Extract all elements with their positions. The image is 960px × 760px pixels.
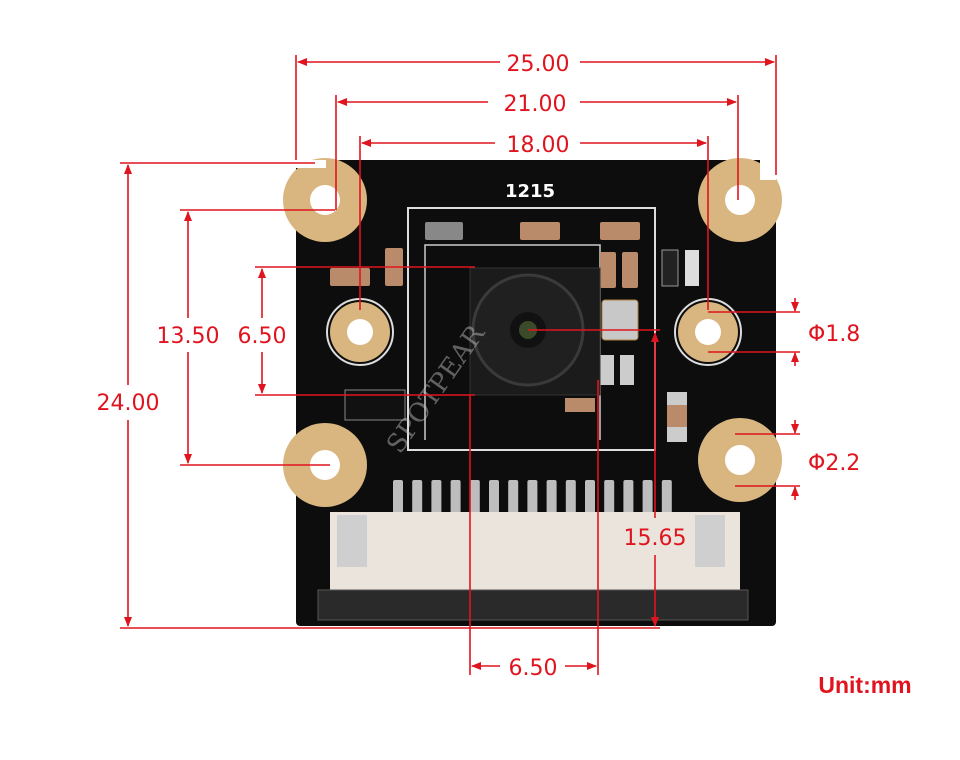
connector-pin (450, 480, 461, 518)
dimension-lines (120, 55, 800, 675)
fpc-connector (317, 480, 749, 621)
dim-large-hole-diameter: Φ2.2 (808, 451, 860, 476)
dim-small-hole-diameter: Φ1.8 (808, 322, 860, 347)
dim-overall-height: 24.00 (97, 391, 160, 416)
board-label: 1215 (505, 181, 555, 202)
dim-lens-center-height: 15.65 (624, 526, 687, 551)
dim-overall-width: 25.00 (507, 52, 570, 77)
connector-pin (565, 480, 576, 518)
connector-pin (661, 480, 672, 518)
dim-camera-width: 6.50 (509, 656, 558, 681)
connector-pin (546, 480, 557, 518)
connector-pin (585, 480, 595, 518)
camera-sensor (469, 267, 601, 396)
dim-hole-spacing-outer: 21.00 (504, 92, 567, 117)
connector-pin (393, 480, 403, 518)
connector-pin (412, 480, 423, 518)
connector-pin (604, 480, 615, 518)
connector-pin (431, 480, 442, 518)
dim-hole-vertical-spacing: 13.50 (157, 324, 220, 349)
connector-pin (527, 480, 538, 518)
connector-pin (489, 480, 499, 518)
dim-camera-height: 6.50 (238, 324, 287, 349)
dim-hole-spacing-inner: 18.00 (507, 133, 570, 158)
connector-pin (469, 480, 480, 518)
connector-pin (508, 480, 519, 518)
dimension-labels: 25.00 21.00 18.00 24.00 13.50 6.50 6.50 … (97, 52, 912, 698)
connector-pin (642, 480, 653, 518)
unit-label: Unit:mm (818, 672, 911, 698)
pcb-board: 1215 SPOTPEAR (283, 158, 782, 626)
connector-pin (623, 480, 634, 518)
